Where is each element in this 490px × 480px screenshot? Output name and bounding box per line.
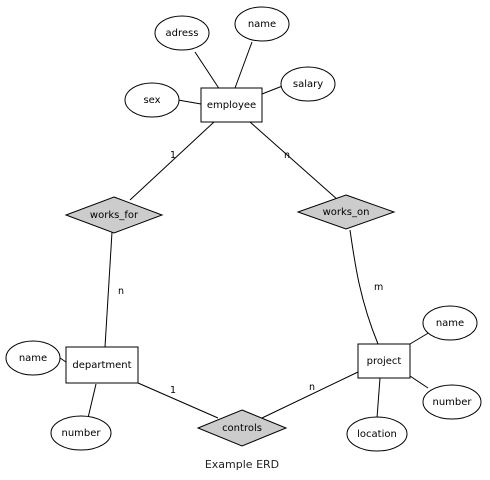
cardinality-works_for-department: n	[118, 286, 124, 297]
cardinality-employee-works_on: n	[284, 150, 290, 161]
attribute-project-location: location	[346, 416, 408, 452]
line-works_for-department	[104, 231, 113, 348]
attribute-project-name: name	[422, 305, 478, 341]
entity-employee: employee	[200, 87, 263, 123]
line-department-controls	[137, 382, 219, 419]
line-controls-project	[261, 371, 359, 419]
entity-label: project	[367, 356, 402, 367]
line-department-name	[59, 357, 67, 363]
line-project-location	[376, 377, 381, 419]
attribute-label: sex	[143, 95, 160, 106]
cardinality-department-controls: 1	[170, 385, 176, 396]
diagram-caption: Example ERD	[205, 458, 279, 471]
relationship-controls: controls	[196, 409, 288, 447]
relationship-label: controls	[222, 423, 262, 434]
relationship-label: works_on	[323, 207, 370, 218]
relationship-label: works_for	[90, 210, 139, 221]
line-department-number	[87, 383, 97, 419]
attribute-label: number	[432, 397, 472, 408]
entity-department: department	[65, 346, 139, 384]
relationship-works_for: works_for	[64, 196, 164, 234]
attribute-project-number: number	[422, 384, 482, 420]
attribute-label: salary	[293, 79, 323, 90]
line-employee-works_on	[249, 121, 339, 201]
attribute-label: name	[248, 19, 276, 30]
line-project-name	[409, 331, 431, 345]
line-works_on-project	[349, 229, 379, 345]
entity-label: employee	[207, 100, 256, 111]
attribute-label: name	[436, 318, 464, 329]
line-employee-name	[234, 41, 253, 89]
attribute-employee-sex: sex	[124, 82, 180, 118]
attribute-label: adress	[166, 28, 199, 39]
attribute-employee-salary: salary	[280, 66, 336, 102]
attribute-label: number	[61, 428, 101, 439]
attribute-label: location	[357, 429, 397, 440]
attribute-department-name: name	[5, 340, 61, 376]
connector-lines	[59, 41, 431, 419]
attribute-employee-name: name	[234, 6, 290, 42]
line-employee-works_for	[129, 121, 215, 201]
cardinality-works_on-project: m	[374, 282, 383, 293]
attribute-label: name	[19, 353, 47, 364]
line-project-number	[409, 375, 429, 389]
cardinality-controls-project: n	[309, 382, 315, 393]
cardinality-employee-works_for: 1	[170, 150, 176, 161]
attribute-employee-adress: adress	[154, 15, 210, 51]
entity-project: project	[357, 343, 411, 379]
line-employee-sex	[177, 99, 202, 105]
line-employee-adress	[194, 51, 221, 91]
relationship-works_on: works_on	[296, 194, 396, 230]
attribute-department-number: number	[50, 415, 112, 451]
entity-label: department	[72, 360, 131, 371]
